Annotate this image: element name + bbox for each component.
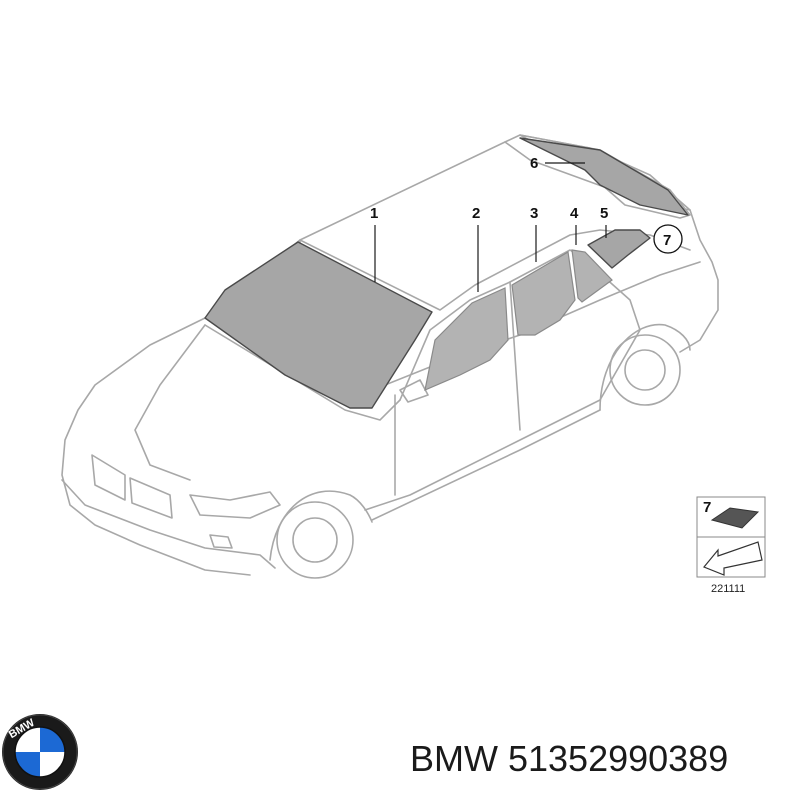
front-door-window-glass <box>424 287 509 392</box>
callout-1-number: 1 <box>370 205 378 222</box>
callout-7-number: 7 <box>663 232 671 249</box>
rear-spoiler-glass <box>519 137 689 216</box>
caption-part-number: 51352990389 <box>507 738 729 779</box>
glass-parts <box>204 137 689 409</box>
caption-brand: BMW <box>410 738 498 779</box>
callout-5-number: 5 <box>600 205 608 222</box>
callout-4-number: 4 <box>570 205 579 222</box>
rear-door-window-glass <box>511 251 576 336</box>
windshield-glass <box>204 241 433 409</box>
callout-2-number: 2 <box>472 205 480 222</box>
legend-arrow-icon <box>703 541 763 576</box>
bmw-roundel-icon: BMW <box>2 714 78 790</box>
legend-code: 221111 <box>711 583 745 595</box>
legend-number: 7 <box>703 499 711 516</box>
rear-door-fixed-window-glass <box>571 249 613 303</box>
callout-6-number: 6 <box>530 155 538 172</box>
callouts: 1 2 3 4 5 6 7 <box>370 155 683 292</box>
callout-7-circle <box>653 224 683 254</box>
legend-box: 7 221111 <box>696 496 766 595</box>
legend-glass-icon <box>710 507 760 529</box>
quarter-window-glass <box>587 229 651 269</box>
callout-3-number: 3 <box>530 205 538 222</box>
